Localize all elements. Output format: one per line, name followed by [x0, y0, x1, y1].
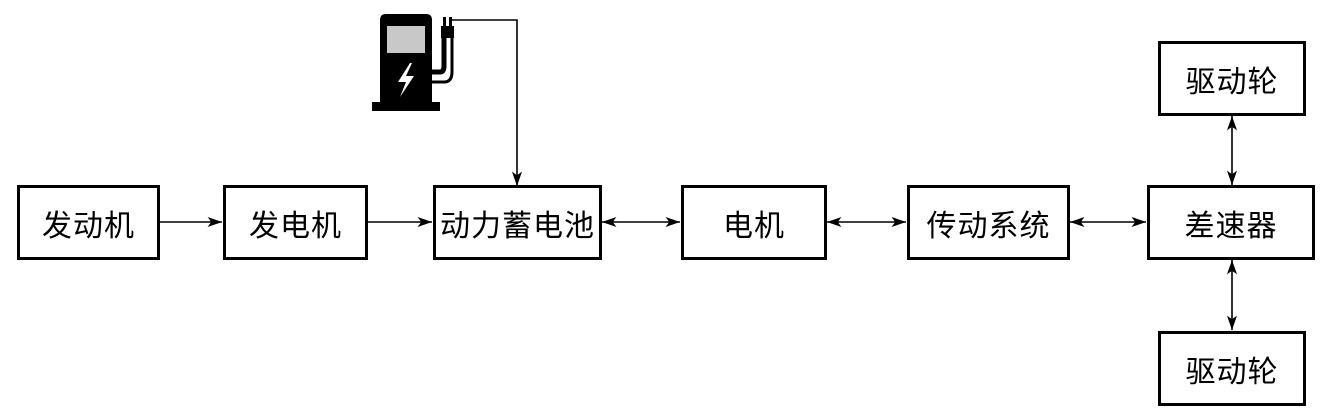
- charging-station-icon: [372, 14, 454, 111]
- motor-block: 电机: [681, 185, 827, 260]
- drive-wheel-bottom-block: 驱动轮: [1158, 331, 1306, 406]
- engine-block: 发动机: [17, 185, 160, 260]
- battery-block: 动力蓄电池: [433, 185, 602, 260]
- drive-wheel-top-block: 驱动轮: [1158, 41, 1306, 116]
- differential-block: 差速器: [1147, 185, 1315, 260]
- charging-cable-connector: [451, 19, 523, 186]
- transmission-block: 传动系统: [907, 185, 1070, 260]
- generator-block: 发电机: [223, 185, 368, 260]
